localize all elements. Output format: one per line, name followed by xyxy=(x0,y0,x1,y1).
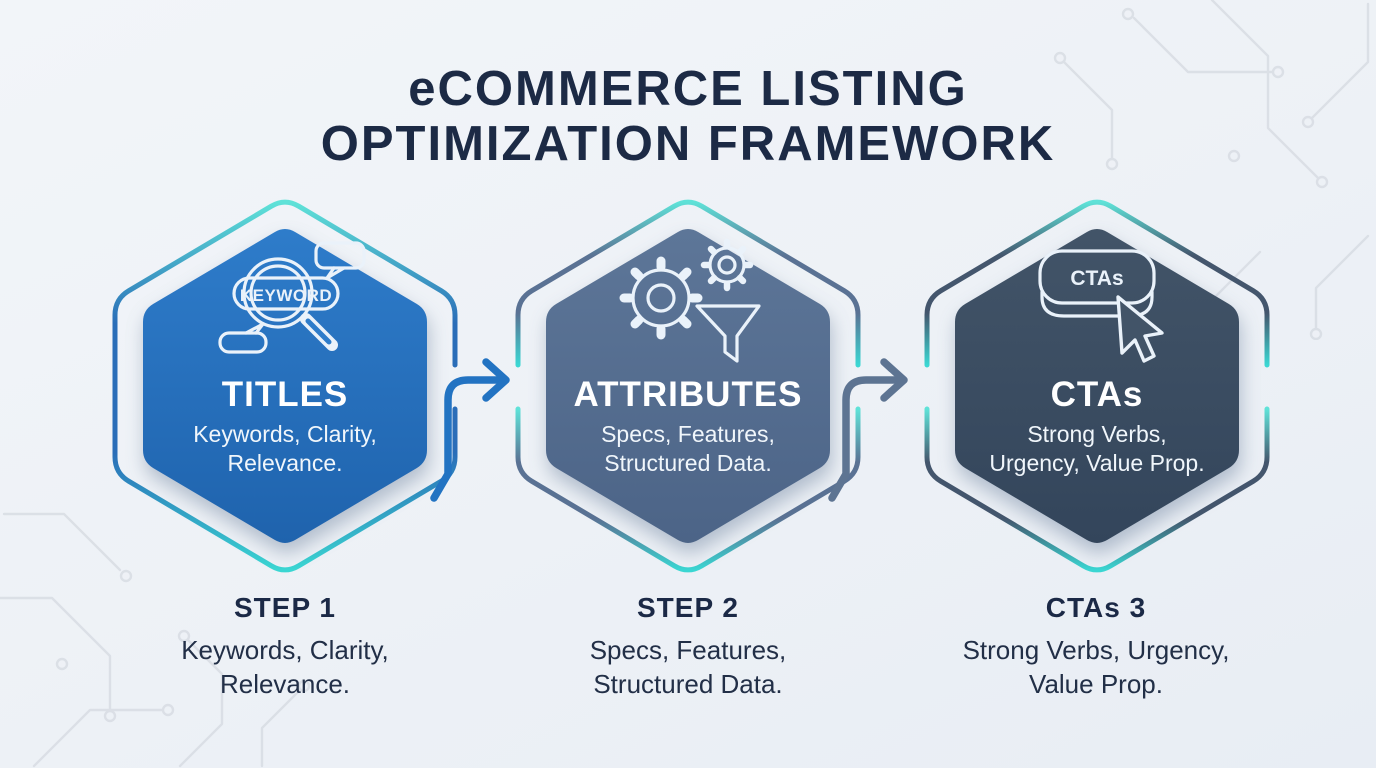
step-3-outline-hexagon-bottom xyxy=(924,406,1270,573)
step-1-hexagon-body xyxy=(143,229,427,543)
keyword-icon-label: KEYWORD xyxy=(240,286,332,305)
page-title: eCOMMERCE LISTING OPTIMIZATION FRAMEWORK xyxy=(0,62,1376,172)
cta-button-cursor-icon: CTAs xyxy=(1038,249,1164,363)
step-2-footer-line-2: Structured Data. xyxy=(593,668,783,699)
connector-arrow-2-icon xyxy=(828,358,908,502)
circuit-pattern-top-right-icon xyxy=(1053,0,1370,340)
gears-funnel-icon xyxy=(619,238,761,363)
step-1-footer-line-2: Relevance. xyxy=(219,668,351,699)
step-1-hexagon: KEYWORD TITLES Keywords, Clarity, Releva… xyxy=(112,199,458,573)
small-gear-teeth xyxy=(700,238,754,292)
circuit-pattern-bottom-left-icon xyxy=(0,512,311,768)
cta-button-shape xyxy=(1038,249,1156,305)
step-1-footer-title: STEP 1 xyxy=(234,592,336,623)
page-title-line-1: eCOMMERCE LISTING xyxy=(408,62,968,116)
step-2-footer-title: STEP 2 xyxy=(637,592,739,623)
step-3-footer-line-2: Value Prop. xyxy=(1029,668,1163,699)
step-3-subtitle-line-1: Strong Verbs, xyxy=(1027,421,1166,447)
step-1-footer: STEP 1 Keywords, Clarity, Relevance. xyxy=(95,592,475,702)
step-3-footer-title: CTAs 3 xyxy=(1045,592,1147,623)
cta-button-underside xyxy=(1040,290,1154,318)
step-1-footer-line-1: Keywords, Clarity, xyxy=(181,635,389,665)
step-3-subtitle-line-2: Urgency, Value Prop. xyxy=(989,450,1204,476)
connector-arrow-1-icon xyxy=(430,358,510,502)
step-1-outline-hexagon xyxy=(112,199,458,573)
step-3-footer: CTAs 3 Strong Verbs, Urgency, Value Prop… xyxy=(906,592,1286,702)
step-2-outline-hexagon-top xyxy=(515,199,861,368)
cta-icon-label: CTAs xyxy=(1070,267,1123,290)
step-2-footer: STEP 2 Specs, Features, Structured Data. xyxy=(498,592,878,702)
step-2-outline-hexagon-bottom xyxy=(515,406,861,573)
step-3-footer-line-1: Strong Verbs, Urgency, xyxy=(962,635,1230,665)
step-2-footer-line-1: Specs, Features, xyxy=(589,635,787,665)
step-2-name: ATTRIBUTES xyxy=(573,375,802,414)
step-2-subtitle-line-1: Specs, Features, xyxy=(601,421,775,447)
step-3-hexagon: CTAs CTAs Strong Verbs, Urgency, Value P… xyxy=(924,199,1270,573)
step-3-outline-hexagon-top xyxy=(924,199,1270,368)
step-1-name: TITLES xyxy=(222,375,349,414)
step-2-hexagon: ATTRIBUTES Specs, Features, Structured D… xyxy=(515,199,861,573)
cursor-arrow-shape xyxy=(1116,295,1164,363)
step-3-hexagon-body xyxy=(955,229,1239,543)
step-1-subtitle-line-1: Keywords, Clarity, xyxy=(193,421,377,447)
keyword-search-icon: KEYWORD xyxy=(218,241,366,354)
large-gear-teeth xyxy=(619,256,703,340)
step-3-name: CTAs xyxy=(1051,375,1144,414)
step-1-subtitle-line-2: Relevance. xyxy=(227,450,342,476)
step-2-subtitle-line-2: Structured Data. xyxy=(604,450,771,476)
funnel-shape xyxy=(695,304,761,363)
page-title-line-2: OPTIMIZATION FRAMEWORK xyxy=(320,116,1056,171)
